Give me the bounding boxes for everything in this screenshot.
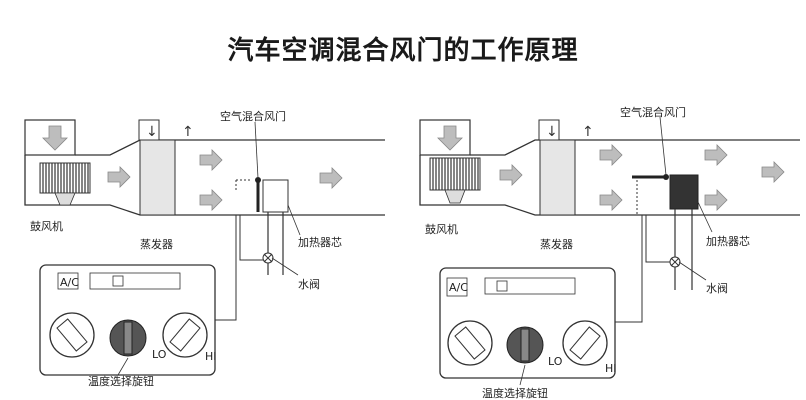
right-water-valve-label: 水阀: [706, 281, 728, 295]
left-ac-button: [57, 272, 79, 290]
left-evaporator-label: 蒸发器: [140, 237, 173, 251]
right-evaporator-label: 蒸发器: [540, 237, 573, 251]
right-lo-label: LO: [548, 355, 563, 368]
left-lo-label: LO: [152, 348, 167, 361]
left-ac-label: A/C: [60, 276, 79, 289]
right-ac-button: [446, 277, 468, 297]
right-temp-knob-label: 温度选择旋钮: [482, 386, 548, 400]
left-diagram: ↓ ↑ 鼓风机 蒸发器: [24, 109, 385, 388]
left-duct: [24, 139, 385, 216]
svg-text:↑: ↑: [582, 124, 594, 140]
left-air-mix-door-label: 空气混合风门: [220, 109, 286, 123]
page-title: 汽车空调混合风门的工作原理: [227, 36, 579, 66]
right-blower: [429, 157, 481, 191]
left-heater-core-label: 加热器芯: [298, 235, 342, 249]
svg-text:↑: ↑: [182, 124, 194, 140]
left-water-valve-label: 水阀: [298, 277, 320, 291]
svg-text:↓: ↓: [546, 124, 558, 140]
right-blower-label: 鼓风机: [425, 222, 458, 236]
left-heater-core: [262, 179, 289, 213]
right-air-mix-door-label: 空气混合风门: [620, 105, 686, 119]
left-evaporator: [139, 139, 176, 216]
left-blower: [39, 162, 91, 194]
right-duct: [419, 139, 800, 216]
right-heater-core: [669, 174, 699, 210]
left-hi-label: HI: [205, 350, 217, 363]
right-diagram: ↓ ↑ 鼓风机 蒸发器 空气混合风门 加热器芯: [419, 105, 800, 400]
right-evaporator: [539, 139, 576, 216]
right-ac-label: A/C: [449, 281, 468, 294]
svg-text:↓: ↓: [146, 124, 158, 140]
right-hi-label: HI: [605, 362, 617, 375]
left-blower-label: 鼓风机: [30, 219, 63, 233]
right-heater-core-label: 加热器芯: [706, 234, 750, 248]
left-temp-knob-label: 温度选择旋钮: [88, 374, 154, 388]
